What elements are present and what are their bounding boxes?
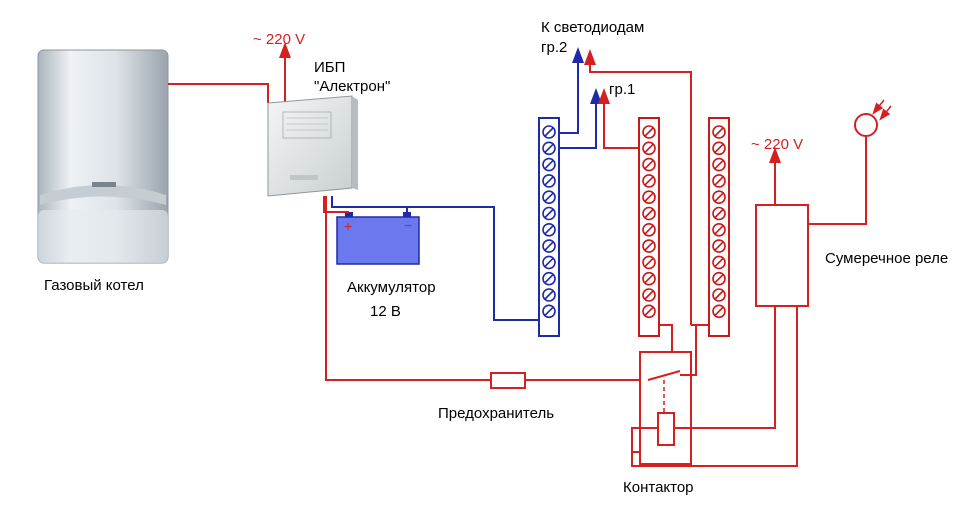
fuse <box>490 372 526 389</box>
wire-ups-battery-plus <box>323 196 349 213</box>
terminal-screw-slot <box>644 257 654 267</box>
contactor-label: Контактор <box>623 479 694 496</box>
terminal-screw-slot <box>544 143 554 153</box>
battery: + − <box>336 212 420 265</box>
ups-label-line2: "Алектрон" <box>314 78 390 95</box>
terminal-screw-slot <box>644 143 654 153</box>
wire-coil-relay-1 <box>674 306 776 429</box>
photo-sensor <box>854 113 878 137</box>
terminal-screw-slot <box>644 241 654 251</box>
wire-contactor-strip <box>691 325 697 376</box>
terminal-screw-slot <box>544 176 554 186</box>
terminal-screw-slot <box>644 160 654 170</box>
wire-group2-plus <box>584 49 692 325</box>
wire-group1-plus <box>598 88 639 149</box>
terminal-screw-slot <box>544 241 554 251</box>
terminal-screw-slot <box>714 241 724 251</box>
terminal-screw-slot <box>714 225 724 235</box>
mains-label-top: ~ 220 V <box>253 31 305 48</box>
terminal-screw-slot <box>644 274 654 284</box>
contactor-switch <box>647 370 681 381</box>
terminal-screw-slot <box>644 192 654 202</box>
terminal-screw-slot <box>714 208 724 219</box>
fuse-label: Предохранитель <box>438 405 554 422</box>
twilight-relay-label: Сумеречное реле <box>825 250 948 267</box>
terminal-screw-slot <box>714 274 724 284</box>
terminal-screw-slot <box>644 176 654 186</box>
mains-label-right: ~ 220 V <box>751 136 803 153</box>
wire-relay-sensor <box>808 137 867 225</box>
terminal-screw-slot <box>544 208 554 219</box>
terminal-screw-slot <box>714 290 724 300</box>
terminal-screw-slot <box>544 257 554 267</box>
terminal-screw-slot <box>644 127 654 137</box>
group2-label: гр.2 <box>541 39 567 56</box>
battery-label-line2: 12 В <box>370 303 401 320</box>
contactor-coil <box>657 412 675 446</box>
terminal-screws-blue <box>542 125 556 319</box>
terminal-screw-slot <box>544 127 554 137</box>
terminal-screw-slot <box>714 160 724 170</box>
wire-coil-relay-2 <box>631 306 798 467</box>
contactor <box>639 351 692 465</box>
light-ray-2 <box>879 105 892 121</box>
terminal-screw-slot <box>714 143 724 153</box>
ups-unit <box>267 95 358 197</box>
terminal-screw-slot <box>714 127 724 137</box>
terminal-screw-slot <box>644 306 654 316</box>
terminal-screw-slot <box>714 257 724 267</box>
wire-group2-minus <box>559 47 584 134</box>
wire-ups-fuse <box>325 196 491 381</box>
twilight-relay <box>755 204 809 307</box>
terminal-screw-slot <box>544 306 554 316</box>
terminal-screws-red-1 <box>642 125 656 319</box>
boiler-logo <box>92 182 116 187</box>
terminal-screw-slot <box>544 160 554 170</box>
wire-strip1-contactor <box>659 324 673 352</box>
wire-ups-blue-strip <box>331 196 541 321</box>
wire-boiler-ups <box>168 83 269 103</box>
terminal-screw-slot <box>714 176 724 186</box>
gas-boiler <box>37 49 169 264</box>
terminal-screw-slot <box>644 208 654 219</box>
ups-label-line1: ИБП <box>314 59 345 76</box>
terminal-screw-slot <box>644 290 654 300</box>
wire-group1-minus <box>559 88 602 149</box>
terminal-screw-slot <box>644 225 654 235</box>
battery-plus: + <box>344 218 352 234</box>
terminal-screw-slot <box>544 192 554 202</box>
terminal-screw-slot <box>544 290 554 300</box>
leds-label: К светодиодам <box>541 19 644 36</box>
terminal-screw-slot <box>714 192 724 202</box>
group1-label: гр.1 <box>609 81 635 98</box>
terminal-screw-slot <box>544 225 554 235</box>
battery-minus: − <box>404 217 412 233</box>
terminal-screw-slot <box>544 274 554 284</box>
terminal-screws-red-2 <box>712 125 726 319</box>
terminal-screw-slot <box>714 306 724 316</box>
battery-label-line1: Аккумулятор <box>347 279 436 296</box>
boiler-label: Газовый котел <box>44 277 144 294</box>
light-ray-1 <box>872 99 885 115</box>
